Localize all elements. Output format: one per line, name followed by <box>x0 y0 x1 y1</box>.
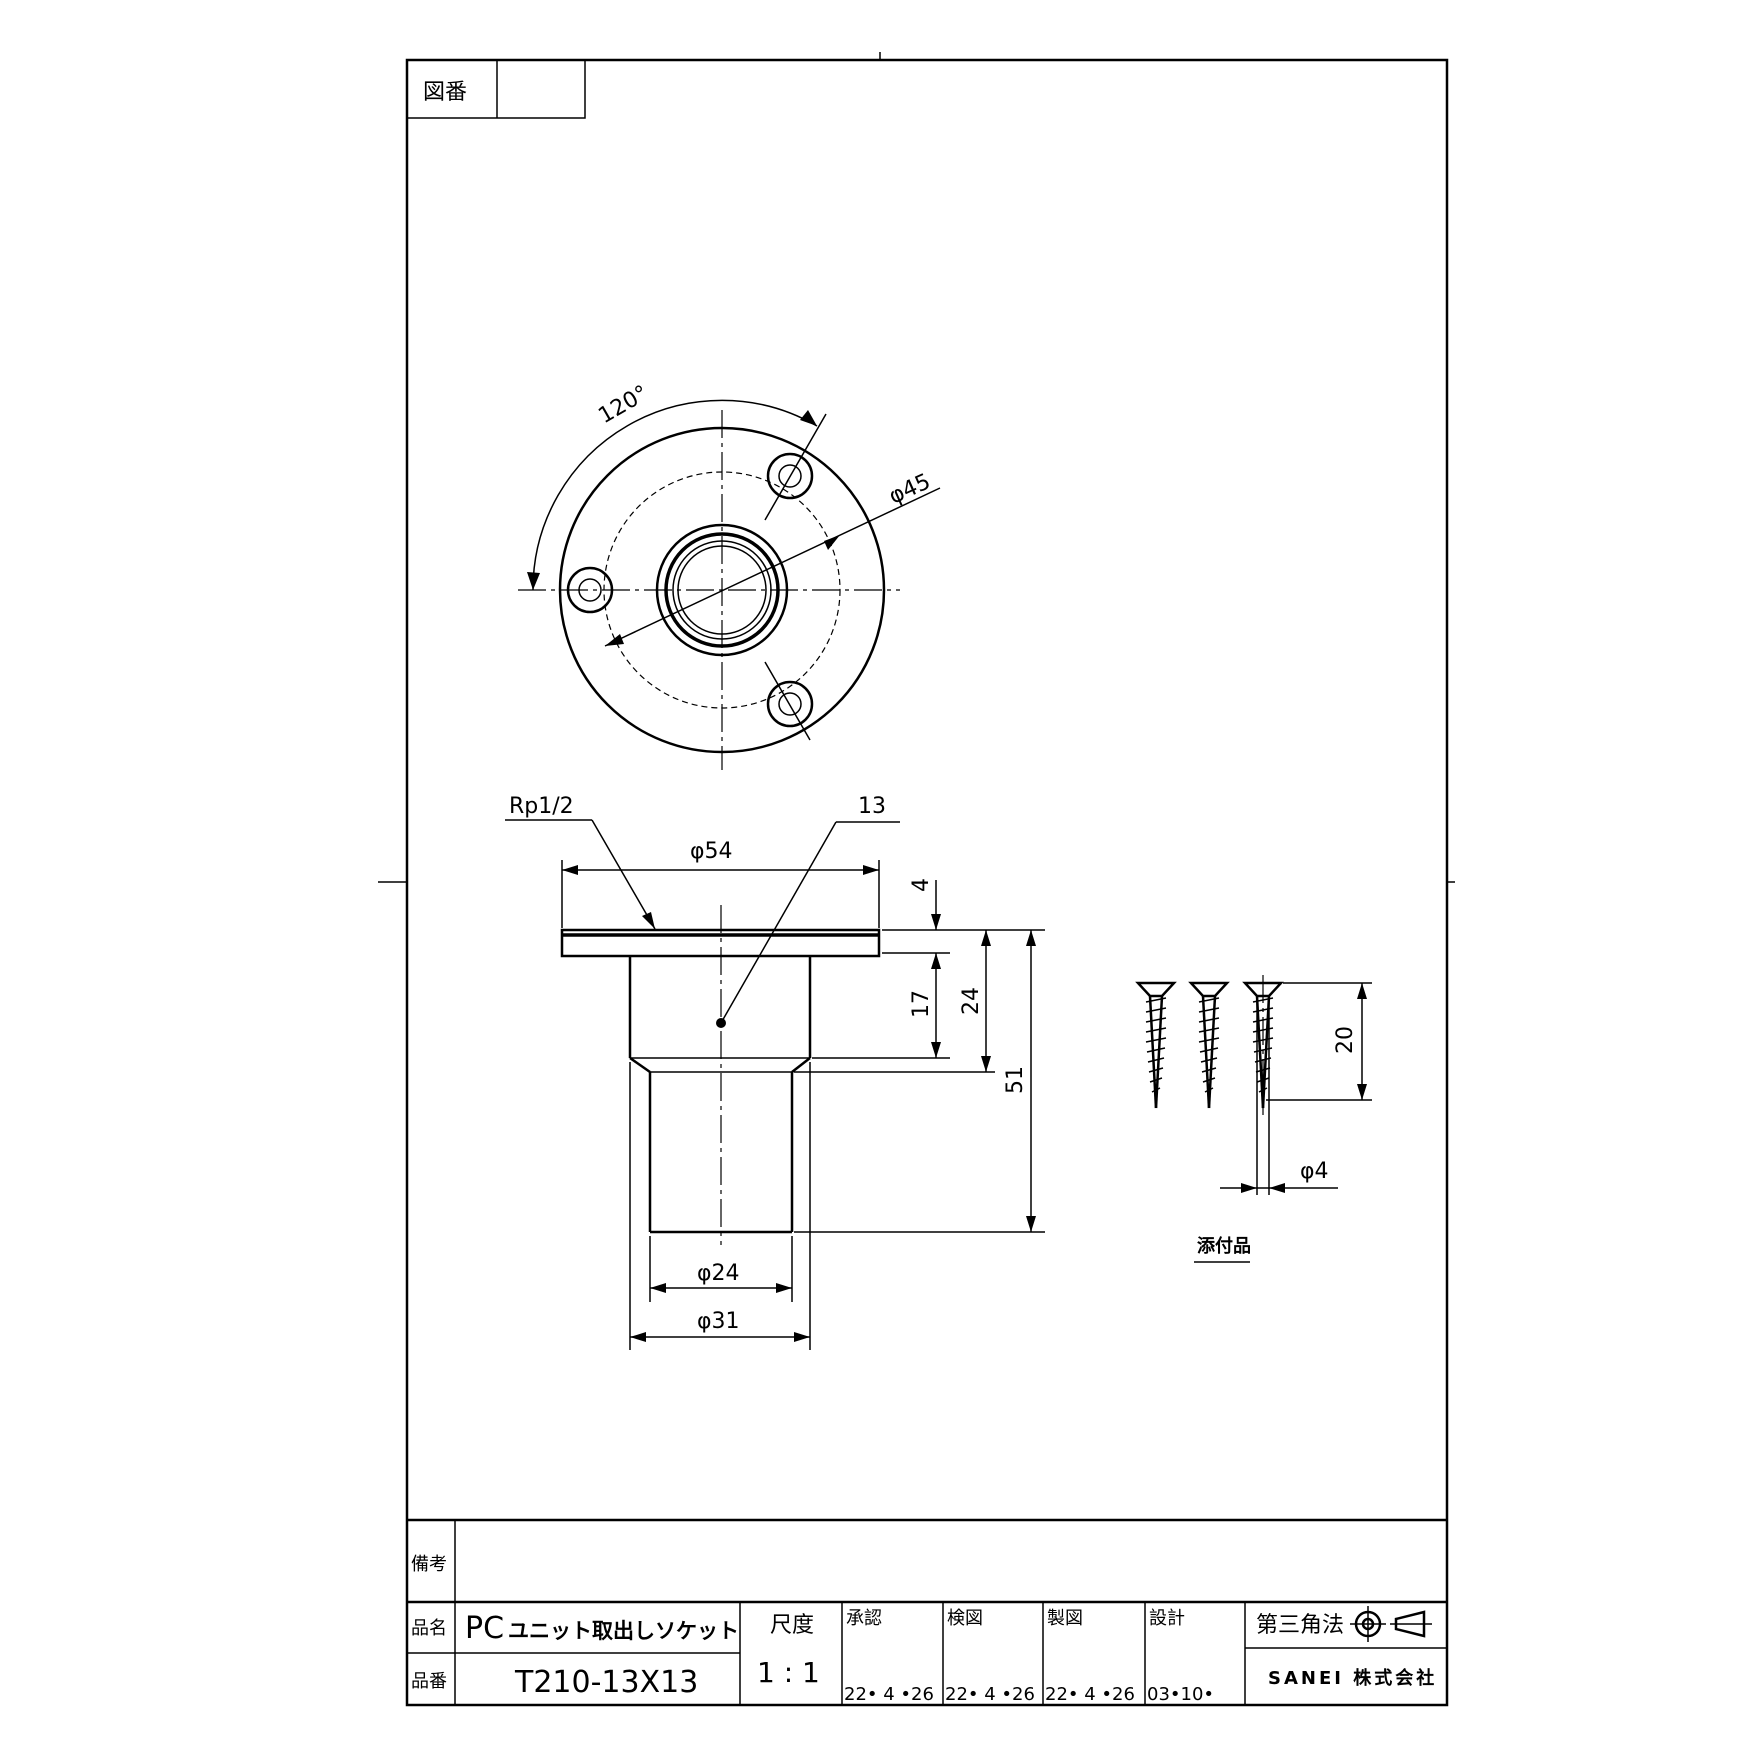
remarks-label: 備考 <box>411 1554 447 1575</box>
company-name: SANEI 株式会社 <box>1268 1667 1437 1689</box>
check-date: 22• 4 •26 <box>945 1684 1035 1705</box>
design-label: 設計 <box>1149 1608 1185 1629</box>
flange-thickness-dimension: 4 <box>909 878 934 892</box>
scale-label: 尺度 <box>770 1613 814 1638</box>
screw-length-dimension: 20 <box>1333 1026 1358 1054</box>
draw-date: 22• 4 •26 <box>1045 1684 1135 1705</box>
section-view: Rp1/2 13 φ54 4 17 24 51 <box>505 794 1045 1350</box>
bore-label: 13 <box>858 794 886 819</box>
screw-accessories: 20 φ4 添付品 <box>1135 975 1372 1263</box>
inner-dia-dimension: φ24 <box>697 1261 740 1286</box>
screw-1 <box>1135 981 1177 1109</box>
drawing-number-box: 図番 <box>406 59 586 119</box>
check-label: 検図 <box>947 1608 983 1629</box>
total-length-dimension: 51 <box>1003 1066 1028 1094</box>
flange-dia-dimension: φ54 <box>690 839 733 864</box>
draw-label: 製図 <box>1047 1608 1083 1629</box>
scale-value: 1 : 1 <box>757 1656 820 1689</box>
approval-date: 22• 4 •26 <box>844 1684 934 1705</box>
product-number: T210-13X13 <box>514 1665 698 1700</box>
drawing-number-label: 図番 <box>423 80 467 105</box>
drawing-frame <box>378 52 1455 1707</box>
design-date: 03•10• <box>1147 1684 1214 1705</box>
approval-label: 承認 <box>846 1608 882 1629</box>
thread-label: Rp1/2 <box>509 794 574 819</box>
third-angle-projection-icon <box>1350 1606 1432 1642</box>
projection-label: 第三角法 <box>1256 1613 1344 1638</box>
screw-dia-dimension: φ4 <box>1300 1159 1329 1184</box>
screw-2 <box>1188 981 1230 1109</box>
accessory-caption: 添付品 <box>1197 1235 1251 1257</box>
product-name-label: 品名 <box>411 1618 447 1639</box>
product-name-suffix: ユニット取出しソケット <box>508 1619 739 1643</box>
product-number-label: 品番 <box>411 1671 447 1692</box>
screw-3 <box>1242 975 1284 1115</box>
outer-dia-dimension: φ31 <box>697 1309 740 1334</box>
angle-dimension: 120° <box>594 381 652 429</box>
body-length-dimension: 17 <box>909 990 934 1018</box>
socket-length-dimension: 24 <box>959 987 984 1015</box>
pcd-dimension: φ45 <box>885 469 934 509</box>
product-name-prefix: PC <box>465 1611 504 1646</box>
front-view: 120° φ45 <box>518 381 941 770</box>
